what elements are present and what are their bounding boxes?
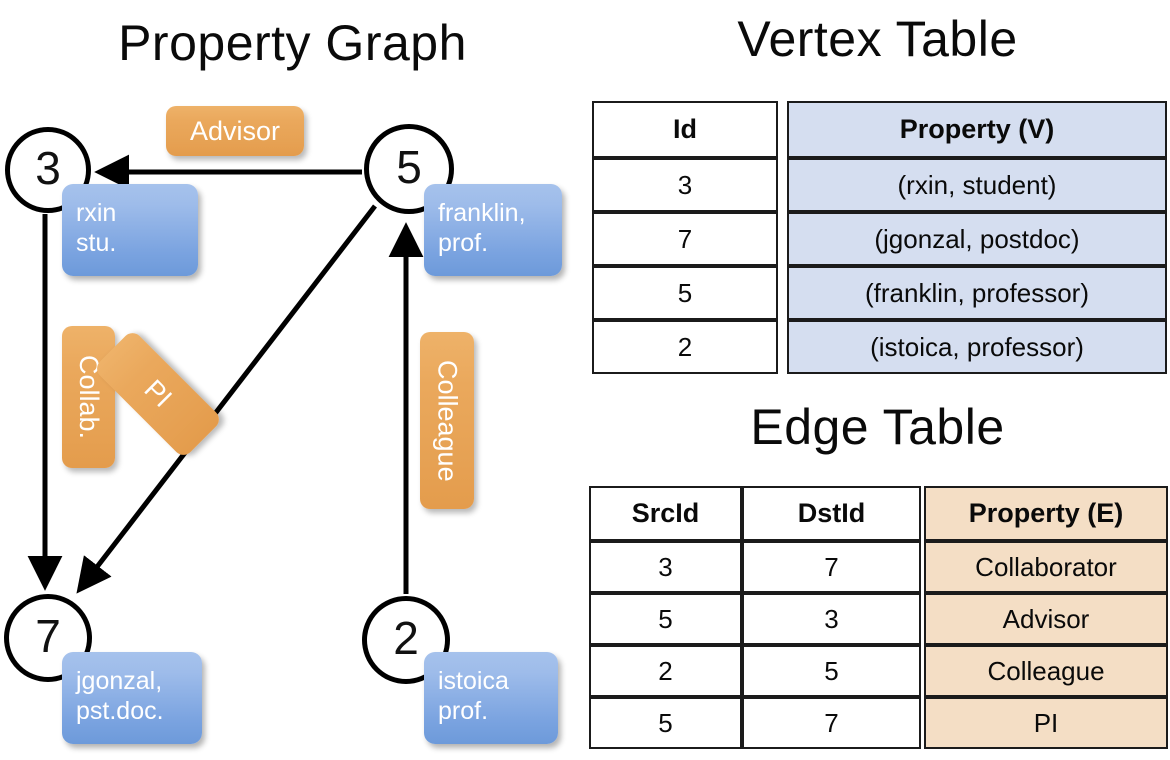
column-header-dstid: DstId — [742, 486, 921, 541]
column-gap — [921, 697, 924, 749]
column-gap — [921, 486, 924, 541]
cell-property: (rxin, student) — [787, 158, 1167, 212]
page-title-edge-table: Edge Table — [750, 399, 1005, 455]
vertex-id-label: 2 — [393, 612, 419, 664]
graph-edges-layer — [27, 154, 424, 594]
table-row: 7 (jgonzal, postdoc) — [592, 212, 1167, 266]
cell-srcid: 3 — [589, 541, 742, 593]
vertex-id-label: 5 — [396, 141, 422, 193]
cell-id: 5 — [592, 266, 778, 320]
column-header-id: Id — [592, 101, 778, 158]
column-gap — [778, 158, 787, 212]
cell-property: PI — [924, 697, 1168, 749]
cell-id: 2 — [592, 320, 778, 374]
graph-edge-label-colleague: Colleague — [420, 332, 474, 509]
callout-line-2: stu. — [76, 229, 117, 257]
column-gap — [778, 266, 787, 320]
column-header-property-e: Property (E) — [924, 486, 1168, 541]
callout-line-1: rxin — [76, 199, 117, 227]
column-gap — [921, 645, 924, 697]
page-title-property-graph: Property Graph — [118, 15, 467, 71]
table-row: 3 (rxin, student) — [592, 158, 1167, 212]
property-graph-panel: 3 5 7 2 rxin stu. franklin, prof. jgonza… — [4, 106, 562, 744]
column-gap — [921, 541, 924, 593]
vertex-property-callout-3: rxin stu. — [62, 184, 198, 276]
vertex-property-callout-2: istoica prof. — [424, 652, 558, 744]
vertex-property-callout-5: franklin, prof. — [424, 184, 562, 276]
column-gap — [778, 212, 787, 266]
callout-line-1: franklin, — [438, 199, 526, 227]
graph-edge-label-collab: Collab. — [62, 326, 115, 468]
cell-property: (istoica, professor) — [787, 320, 1167, 374]
edge-label-text: Advisor — [189, 115, 281, 146]
callout-line-1: istoica — [438, 667, 509, 695]
graph-edge-label-advisor: Advisor — [166, 106, 304, 156]
cell-dstid: 3 — [742, 593, 921, 645]
cell-property: (jgonzal, postdoc) — [787, 212, 1167, 266]
table-header-row: Id Property (V) — [592, 101, 1167, 158]
column-gap — [778, 320, 787, 374]
callout-line-2: prof. — [438, 697, 489, 725]
graph-edge-5-to-7 — [76, 204, 377, 594]
callout-line-1: jgonzal, — [76, 667, 163, 695]
callout-line-2: pst.doc. — [76, 697, 164, 725]
cell-property: Advisor — [924, 593, 1168, 645]
column-gap — [778, 101, 787, 158]
cell-property: Collaborator — [924, 541, 1168, 593]
table-row: 2 (istoica, professor) — [592, 320, 1167, 374]
table-row: 5 (franklin, professor) — [592, 266, 1167, 320]
cell-srcid: 5 — [589, 593, 742, 645]
edge-label-text: PI — [138, 374, 178, 414]
edge-label-text: Colleague — [432, 359, 463, 482]
cell-dstid: 5 — [742, 645, 921, 697]
table-row: 5 7 PI — [589, 697, 1168, 749]
vertex-table: Id Property (V) 3 (rxin, student) 7 (jgo… — [592, 101, 1167, 374]
table-row: 2 5 Colleague — [589, 645, 1168, 697]
cell-srcid: 5 — [589, 697, 742, 749]
edge-table: SrcId DstId Property (E) 3 7 Collaborato… — [589, 486, 1168, 749]
cell-dstid: 7 — [742, 697, 921, 749]
cell-property: (franklin, professor) — [787, 266, 1167, 320]
cell-srcid: 2 — [589, 645, 742, 697]
column-gap — [921, 593, 924, 645]
table-row: 3 7 Collaborator — [589, 541, 1168, 593]
page-title-vertex-table: Vertex Table — [737, 11, 1018, 67]
column-header-srcid: SrcId — [589, 486, 742, 541]
column-header-property-v: Property (V) — [787, 101, 1167, 158]
vertex-id-label: 3 — [35, 142, 61, 194]
cell-dstid: 7 — [742, 541, 921, 593]
table-row: 5 3 Advisor — [589, 593, 1168, 645]
graph-vertex-5[interactable]: 5 — [364, 124, 454, 214]
table-header-row: SrcId DstId Property (E) — [589, 486, 1168, 541]
cell-id: 7 — [592, 212, 778, 266]
graph-vertex-2[interactable]: 2 — [362, 596, 450, 684]
vertex-property-callout-7: jgonzal, pst.doc. — [62, 652, 202, 744]
callout-line-2: prof. — [438, 229, 489, 257]
vertex-id-label: 7 — [35, 610, 61, 662]
cell-property: Colleague — [924, 645, 1168, 697]
cell-id: 3 — [592, 158, 778, 212]
